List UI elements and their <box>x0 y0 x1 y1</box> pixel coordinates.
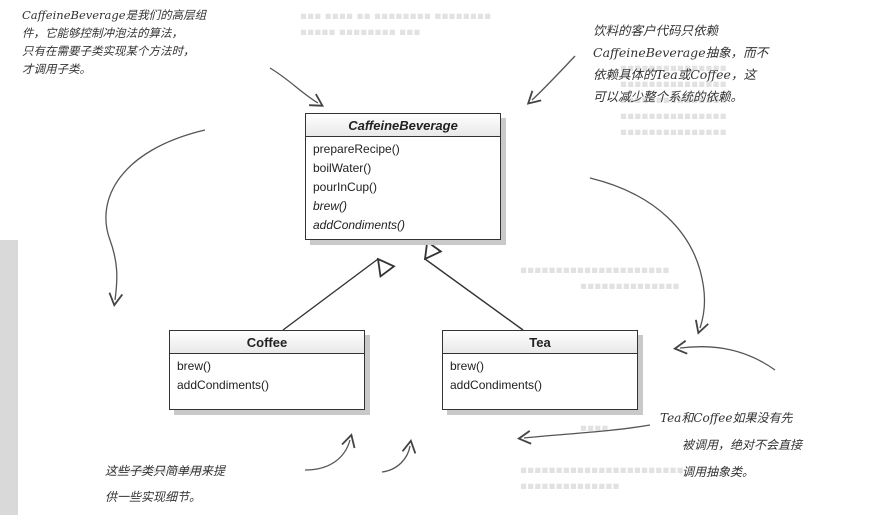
method-brew: brew() <box>450 359 485 373</box>
note-line: 调用抽象类。 <box>682 465 755 479</box>
note-line: CaffeineBeverage是我们的高层组 <box>22 8 207 22</box>
method-prepare-recipe: prepareRecipe() <box>313 142 400 156</box>
inheritance-line-coffee <box>282 259 378 331</box>
class-name-tea: Tea <box>443 331 637 354</box>
method-pour-in-cup: pourInCup() <box>313 180 378 194</box>
note-line: 只有在需要子类实现某个方法时， <box>22 44 195 58</box>
curve-arrow-right <box>589 177 709 335</box>
note-bottom-right: Tea和Coffee如果没有先 被调用，绝对不会直接 调用抽象类。 <box>660 405 802 486</box>
curve-arrow-left <box>105 129 206 308</box>
note-top-right: 饮料的客户代码只依赖 CaffeineBeverage抽象，而不 依赖具体的Te… <box>593 20 768 108</box>
note-arrow-tea <box>672 340 776 371</box>
class-coffee: Coffee brew() addCondiments() <box>169 330 365 410</box>
class-name-caffeine-beverage: CaffeineBeverage <box>306 114 500 137</box>
inheritance-line-tea <box>425 259 524 331</box>
bleed-through-text: ▪▪▪▪▪▪▪▪▪▪▪▪▪▪ <box>110 464 210 476</box>
method-boil-water: boilWater() <box>313 161 372 175</box>
method-add-condiments-abstract: addCondiments() <box>313 218 406 232</box>
note-line: 才调用子类。 <box>22 62 91 76</box>
note-arrow-bottom-left-1 <box>304 433 356 471</box>
bleed-through-text: ▪▪▪▪▪▪▪▪▪▪▪▪▪▪▪▪▪▪▪▪▪▪▪▪▪▪▪▪▪▪▪▪▪▪▪▪▪▪▪▪… <box>620 62 727 138</box>
bleed-through-text: ▪▪▪▪▪▪▪▪▪▪▪▪▪▪▪▪▪▪▪▪▪▪▪▪▪▪▪▪▪▪▪▪▪▪▪ <box>520 264 680 292</box>
note-line: 可以减少整个系统的依赖。 <box>593 89 744 104</box>
class-tea: Tea brew() addCondiments() <box>442 330 638 410</box>
note-arrow-bottom-right <box>516 424 651 445</box>
note-line: 这些子类只简单用来提 <box>105 464 226 478</box>
bleed-through-text: ▪▪▪ ▪▪▪▪ ▪▪ ▪▪▪▪▪▪▪▪ ▪▪▪▪▪▪▪▪▪▪▪▪▪ ▪▪▪▪▪… <box>300 10 492 38</box>
method-list-tea: brew() addCondiments() <box>443 354 637 409</box>
note-line: 被调用，绝对不会直接 <box>682 438 803 452</box>
method-add-condiments: addCondiments() <box>177 378 270 392</box>
note-top-left: CaffeineBeverage是我们的高层组 件，它能够控制冲泡法的算法， 只… <box>22 6 206 78</box>
class-caffeine-beverage: CaffeineBeverage prepareRecipe() boilWat… <box>305 113 501 240</box>
page-edge-shadow <box>0 240 18 515</box>
method-add-condiments: addCondiments() <box>450 378 543 392</box>
method-brew-abstract: brew() <box>313 199 348 213</box>
note-line: 依赖具体的Tea或Coffee，这 <box>593 67 756 82</box>
note-line: CaffeineBeverage抽象，而不 <box>593 45 769 60</box>
method-brew: brew() <box>177 359 212 373</box>
note-arrow-top-left <box>269 67 325 107</box>
method-list-coffee: brew() addCondiments() <box>170 354 364 409</box>
note-line: 件，它能够控制冲泡法的算法， <box>22 26 183 40</box>
note-line: 饮料的客户代码只依赖 <box>593 23 719 38</box>
method-list-caffeine-beverage: prepareRecipe() boilWater() pourInCup() … <box>306 137 500 239</box>
note-bottom-left: 这些子类只简单用来提 供一些实现细节。 <box>105 458 225 510</box>
note-arrow-top-right <box>526 55 576 105</box>
note-arrow-bottom-left-2 <box>381 439 417 473</box>
bleed-through-text: ▪▪▪▪▪▪▪▪▪▪▪▪▪▪▪▪▪▪▪▪▪▪▪▪▪▪▪▪▪▪▪▪▪▪▪▪▪ <box>520 464 684 492</box>
note-line: 供一些实现细节。 <box>105 490 202 504</box>
note-line: Tea和Coffee如果没有先 <box>660 411 793 425</box>
class-name-coffee: Coffee <box>170 331 364 354</box>
